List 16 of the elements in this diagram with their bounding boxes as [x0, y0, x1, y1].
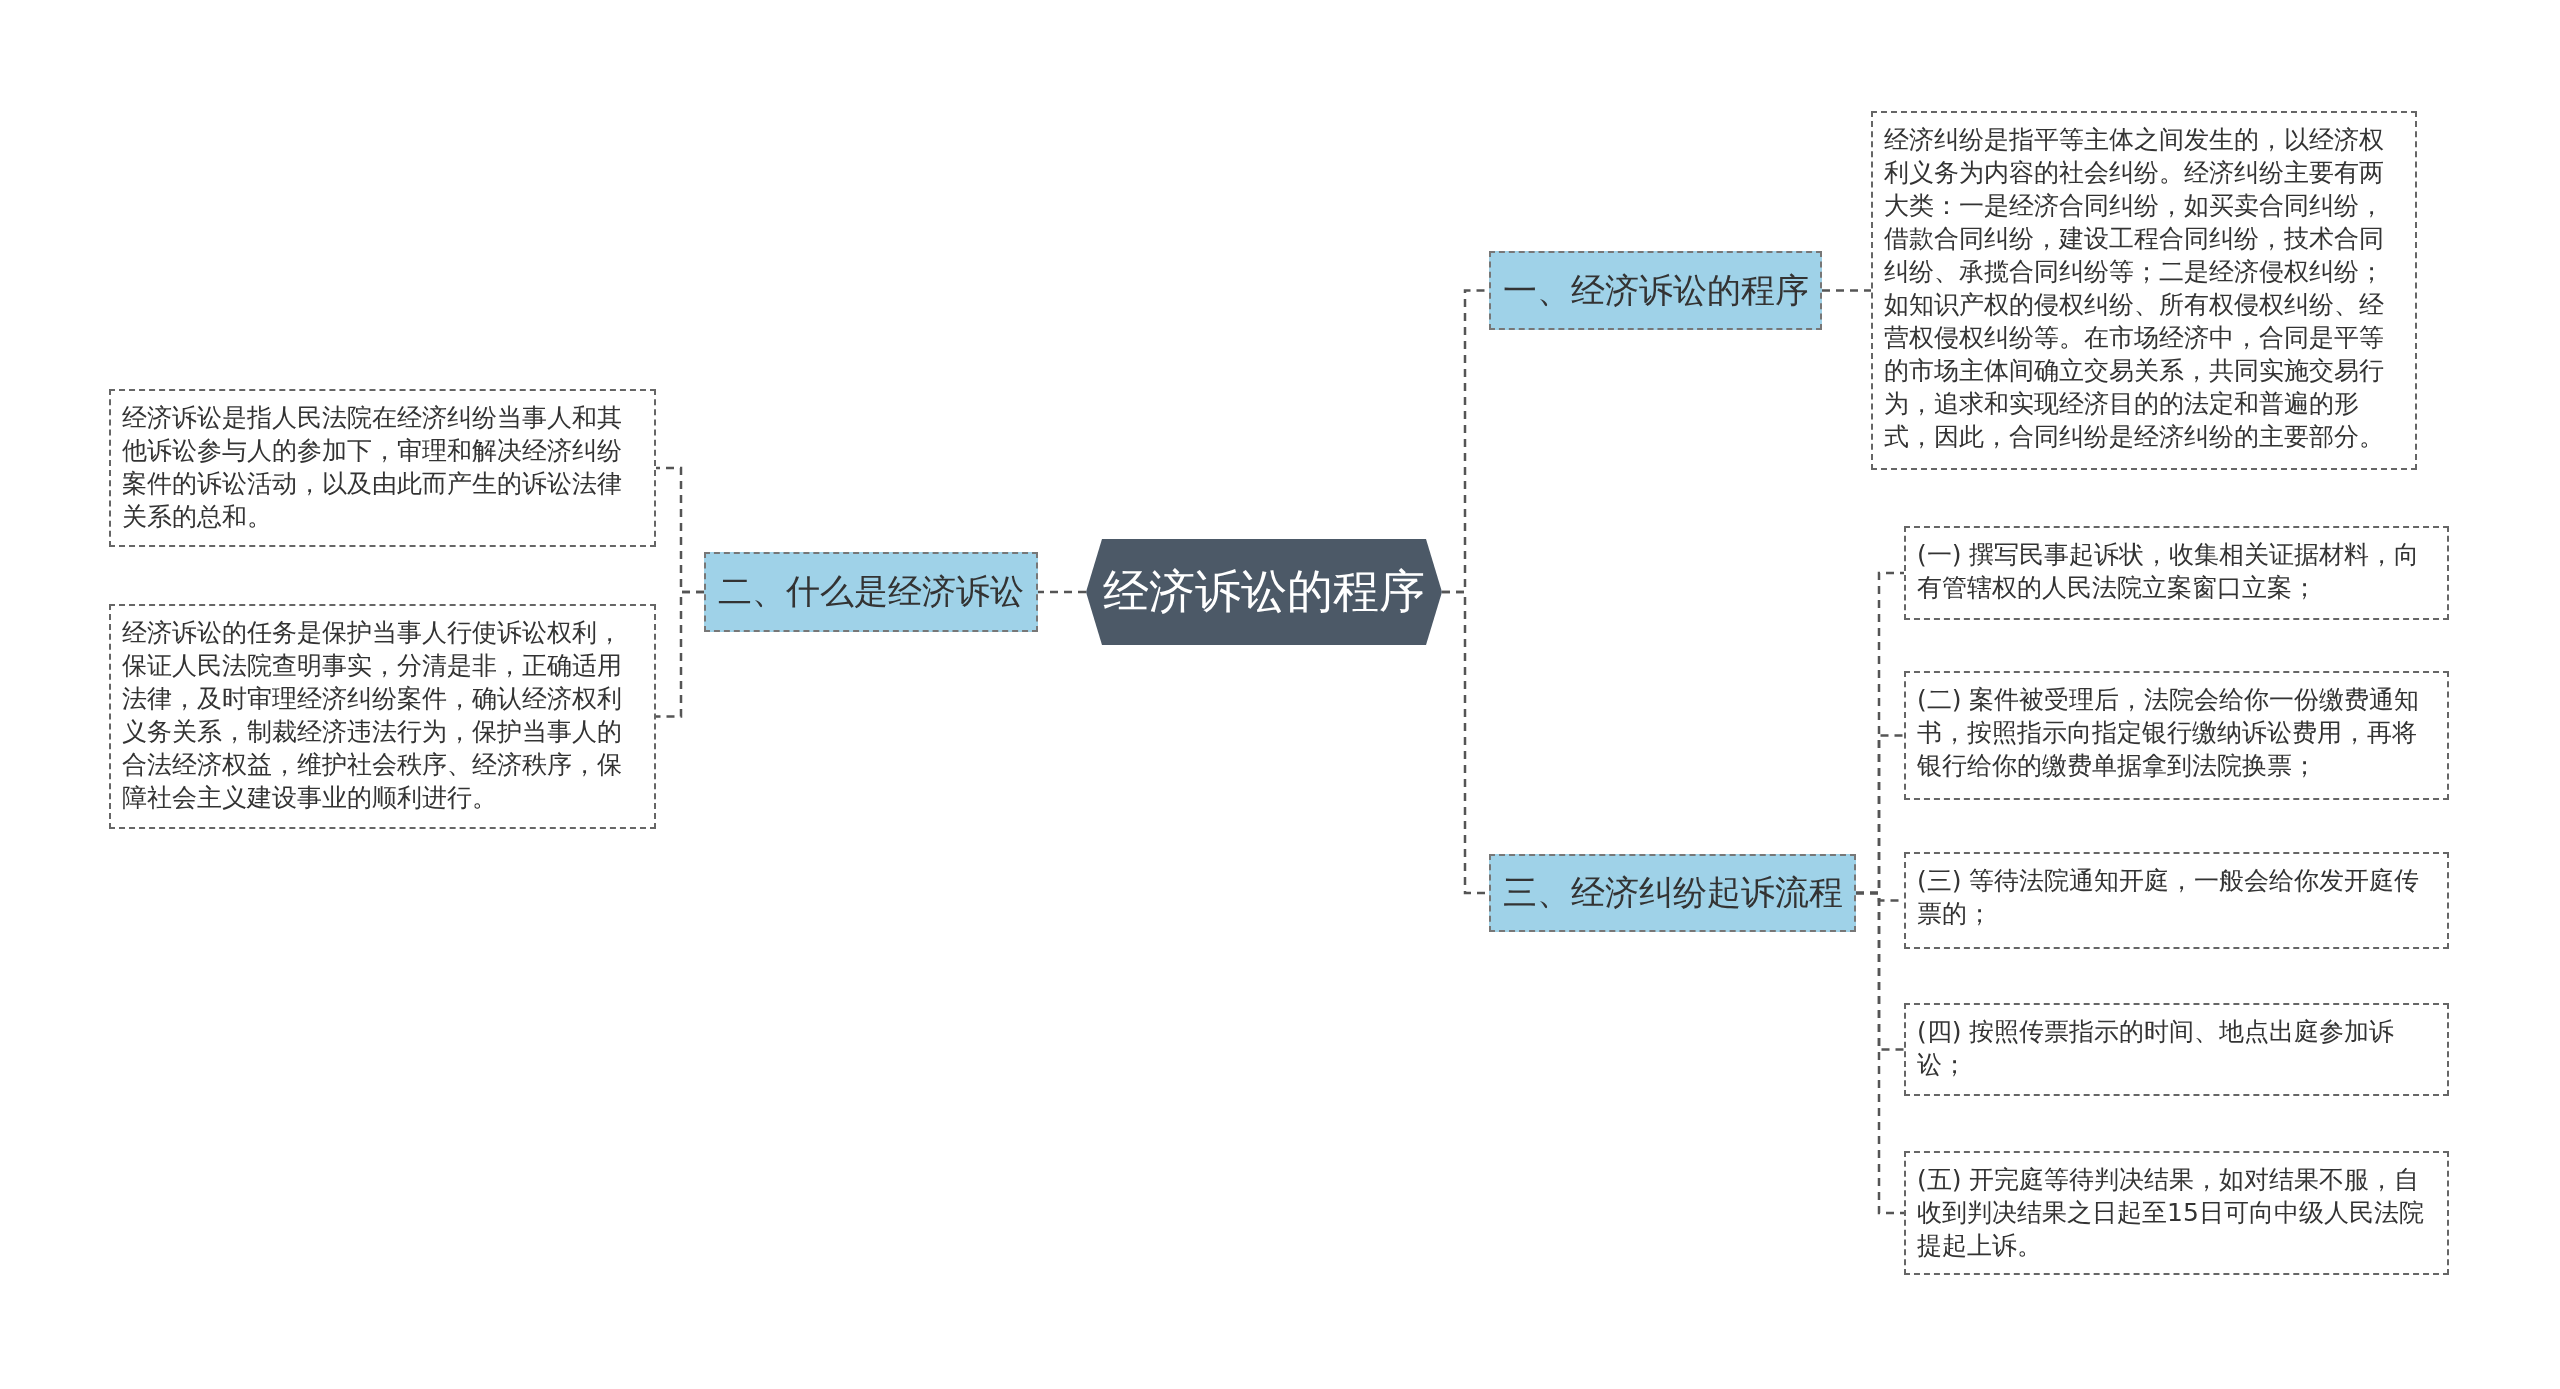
topic-box: 二、什么是经济诉讼: [704, 552, 1038, 632]
text-box: (三) 等待法院通知开庭，一般会给你发开庭传票的；: [1904, 852, 2449, 949]
root-topic-hexagon: 经济诉讼的程序: [1086, 539, 1442, 645]
text-box: 经济诉讼的任务是保护当事人行使诉讼权利，保证人民法院查明事实，分清是非，正确适用法律，及时审理经济纠纷案件，确认经济权利义务关系，制裁经济违法行为，保护当事人的合法经济权益，维护社会秩序、经济秩序，保障社会主义建设事业的顺利进行。: [109, 604, 656, 829]
connector-line: [656, 590, 704, 718]
connector-line: [1038, 590, 1086, 594]
text-box: (四) 按照传票指示的时间、地点出庭参加诉讼；: [1904, 1003, 2449, 1096]
connector-line: [1856, 891, 1904, 1215]
topic-box: 一、经济诉讼的程序: [1489, 251, 1822, 330]
text-box: (一) 撰写民事起诉状，收集相关证据材料，向有管辖权的人民法院立案窗口立案；: [1904, 526, 2449, 620]
topic-box: 三、经济纠纷起诉流程: [1489, 854, 1856, 932]
text-box: (五) 开完庭等待判决结果，如对结果不服，自收到判决结果之日起至15日可向中级人民法院提起上诉。: [1904, 1151, 2449, 1275]
connector-line: [1822, 289, 1871, 292]
text-box: 经济纠纷是指平等主体之间发生的，以经济权利义务为内容的社会纠纷。经济纠纷主要有两大类：一是经济合同纠纷，如买卖合同纠纷，借款合同纠纷，建设工程合同纠纷，技术合同纠纷、承揽合同纠纷等；二是经济侵权纠纷；如知识产权的侵权纠纷、所有权侵权纠纷、经营权侵权纠纷等。在市场经济中，合同是平等的市场主体间确立交易关系，共同实施交易行为，追求和实现经济目的的法定和普遍的形式，因此，合同纠纷是经济纠纷的主要部分。: [1871, 111, 2417, 470]
text-box: 经济诉讼是指人民法院在经济纠纷当事人和其他诉讼参与人的参加下，审理和解决经济纠纷案件的诉讼活动，以及由此而产生的诉讼法律关系的总和。: [109, 389, 656, 547]
text-box: (二) 案件被受理后，法院会给你一份缴费通知书，按照指示向指定银行缴纳诉讼费用，再将银行给你的缴费单据拿到法院换票；: [1904, 671, 2449, 800]
